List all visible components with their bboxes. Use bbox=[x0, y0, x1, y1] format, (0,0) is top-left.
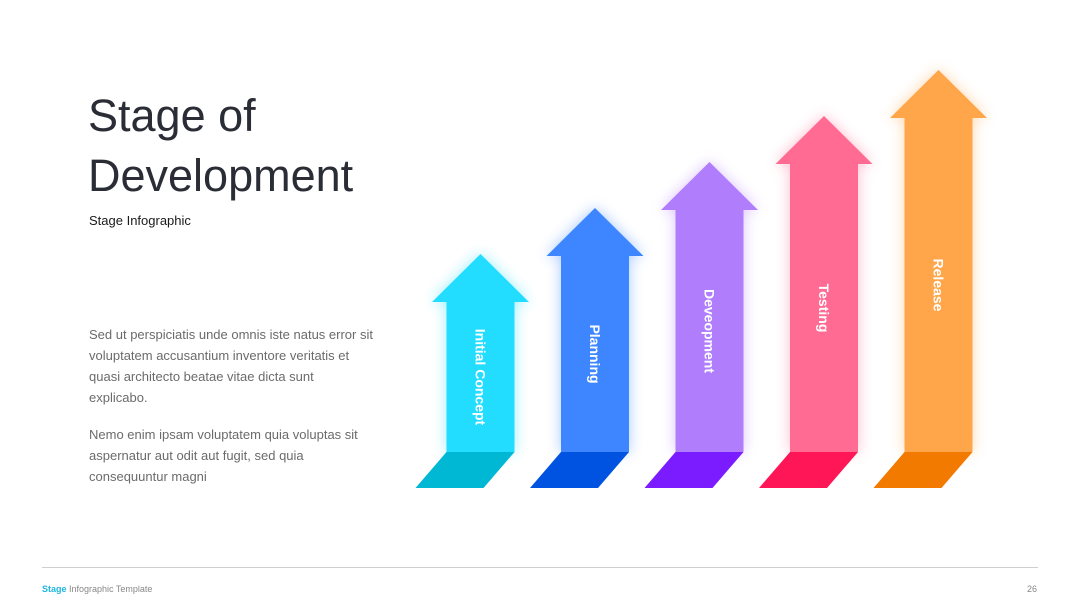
stage-arrow-body bbox=[661, 162, 758, 452]
stage-arrow-4: Testing bbox=[759, 116, 873, 488]
body-paragraph-1: Sed ut perspiciatis unde omnis iste natu… bbox=[89, 327, 373, 405]
stage-arrow-body bbox=[432, 254, 529, 452]
footer-caption: Stage Infographic Template bbox=[42, 584, 152, 594]
footer-divider bbox=[42, 567, 1038, 568]
stage-arrow-body bbox=[546, 208, 644, 452]
stage-arrow-5: Release bbox=[873, 70, 987, 488]
stage-arrow-label: Release bbox=[931, 259, 947, 312]
stage-arrow-label: Deveopment bbox=[702, 289, 718, 373]
stage-arrow-base bbox=[530, 452, 629, 488]
stage-arrow-base bbox=[873, 452, 973, 488]
footer-brand: Stage bbox=[42, 584, 67, 594]
stage-arrow-2: Planning bbox=[530, 208, 644, 488]
page-subtitle: Stage Infographic bbox=[89, 213, 191, 228]
footer-text: Infographic Template bbox=[69, 584, 153, 594]
stage-arrow-label: Initial Concept bbox=[473, 329, 489, 426]
body-paragraph-2: Nemo enim ipsam voluptatem quia voluptas… bbox=[89, 427, 358, 484]
stage-arrow-1: Initial Concept bbox=[415, 254, 529, 488]
page-title: Stage of Development bbox=[88, 86, 428, 206]
stage-arrow-body bbox=[890, 70, 987, 452]
stage-arrow-base bbox=[644, 452, 744, 488]
title-line-2: Development bbox=[88, 150, 354, 201]
stage-arrow-label: Testing bbox=[816, 284, 832, 333]
stage-arrow-base bbox=[759, 452, 858, 488]
stage-arrow-3: Deveopment bbox=[644, 162, 758, 488]
stage-arrow-label: Planning bbox=[587, 324, 603, 383]
stage-arrow-body bbox=[775, 116, 873, 452]
page-number: 26 bbox=[1026, 584, 1037, 594]
stage-arrow-base bbox=[415, 452, 515, 488]
title-line-1: Stage of bbox=[88, 90, 256, 141]
